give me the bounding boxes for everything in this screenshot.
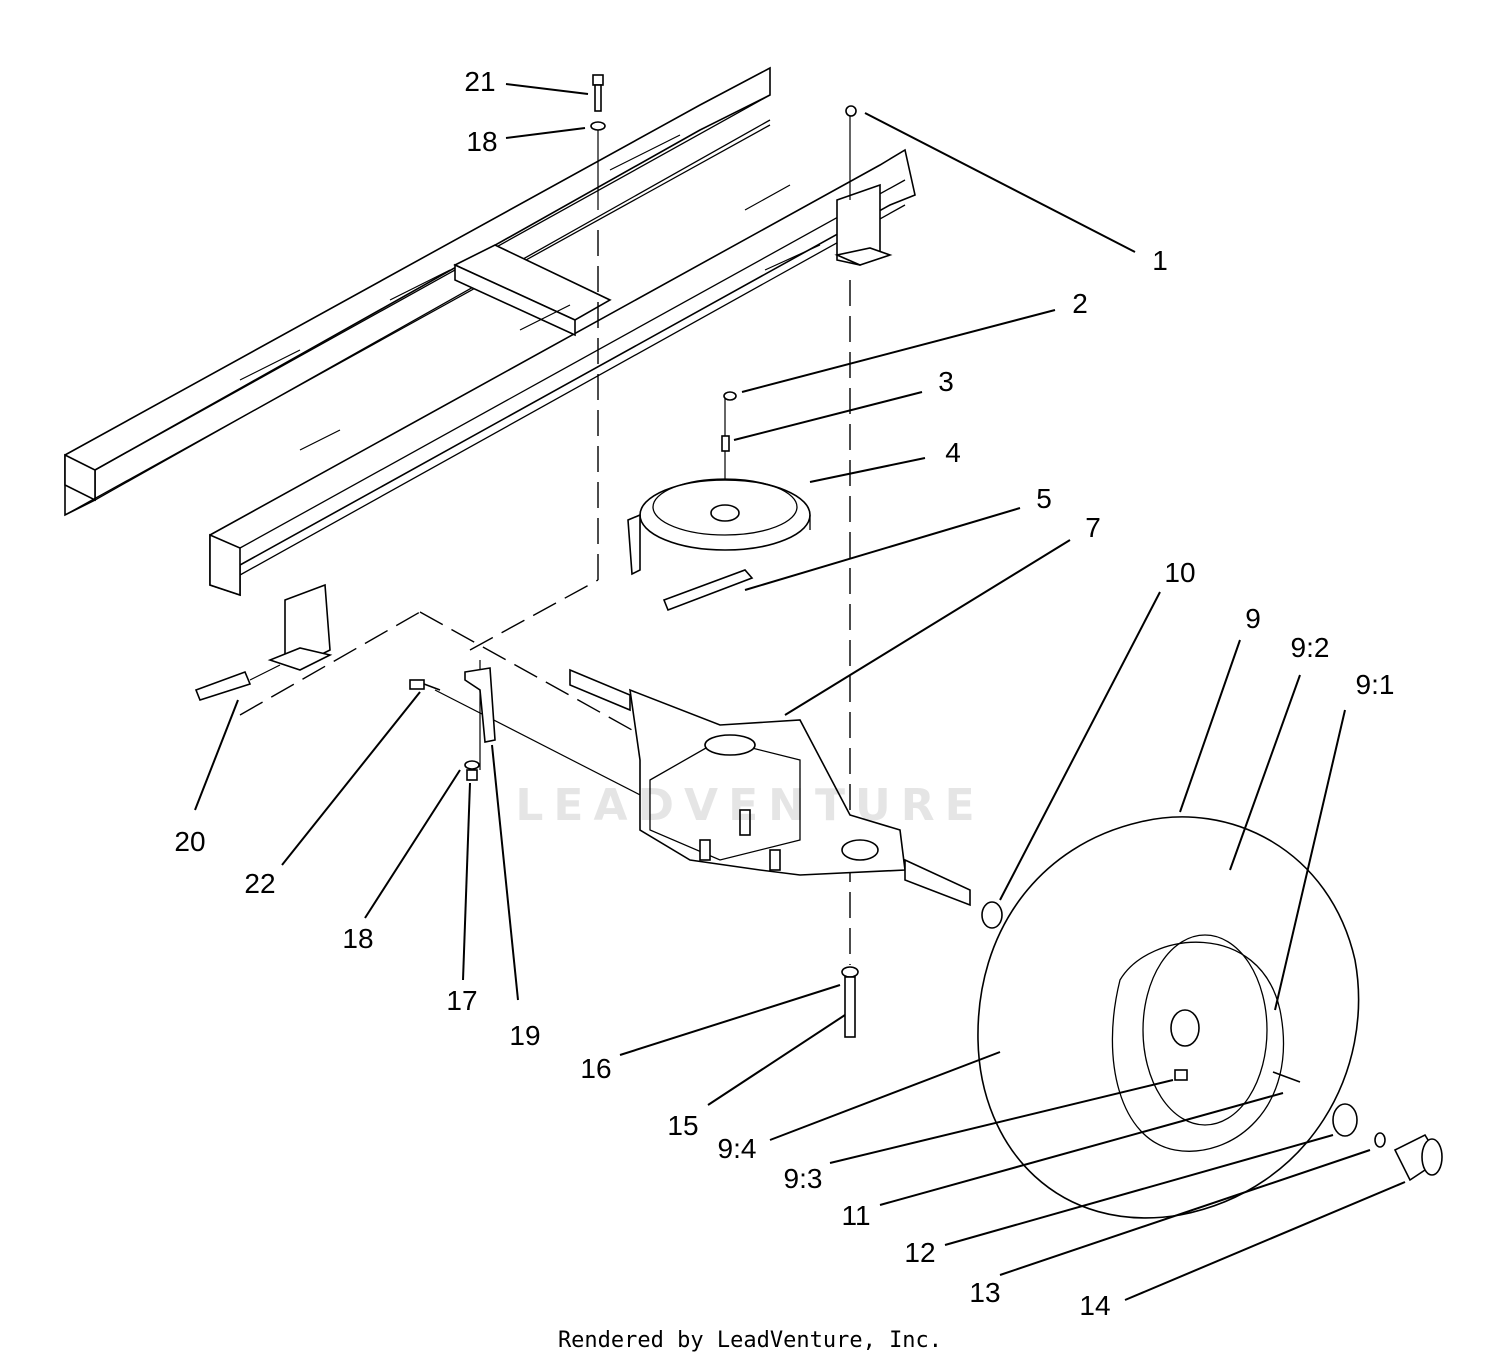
callout-9-4: 9:4 [718, 1133, 757, 1164]
callout-13: 13 [969, 1277, 1000, 1308]
callout-14: 14 [1079, 1290, 1110, 1321]
callout-5: 5 [1036, 483, 1052, 514]
nut-17 [466, 769, 478, 781]
key-3 [721, 435, 730, 452]
callout-9: 9 [1245, 603, 1261, 634]
callout-11: 11 [841, 1200, 870, 1231]
callout-4: 4 [945, 437, 961, 468]
rail-slots [239, 134, 821, 451]
belt-5 [627, 513, 754, 612]
transaxle-7 [569, 668, 971, 907]
callout-16: 16 [580, 1053, 611, 1084]
bracket-19 [464, 667, 496, 743]
hub-cap-14 [1393, 1133, 1443, 1182]
key-11 [1272, 1071, 1301, 1083]
callout-10: 10 [1164, 557, 1195, 588]
callout-labels: 1 2 3 4 5 7 9 9:1 9:2 9:3 9:4 10 11 12 1… [174, 66, 1394, 1321]
callout-3: 3 [938, 366, 954, 397]
frame-cross-member [453, 244, 612, 337]
leader-lines [194, 83, 1406, 1301]
callout-1: 1 [1152, 245, 1168, 276]
callout-17: 17 [446, 985, 477, 1016]
callout-9-1: 9:1 [1356, 669, 1395, 700]
frame-rail-right [209, 148, 916, 597]
washer-16 [841, 966, 859, 978]
bracket-rear [834, 183, 893, 266]
key-2 [723, 391, 737, 401]
callout-7: 7 [1085, 512, 1101, 543]
washer-18-top [590, 121, 606, 131]
spring-20 [194, 664, 281, 701]
e-ring-13 [1374, 1132, 1386, 1148]
callout-9-3: 9:3 [784, 1163, 823, 1194]
callout-12: 12 [904, 1237, 935, 1268]
rim-9-1 [1142, 934, 1268, 1126]
callout-18-upper: 18 [466, 126, 497, 157]
bracket-front [267, 583, 333, 671]
callout-22: 22 [244, 868, 275, 899]
valve-stem-9-3 [1174, 1069, 1188, 1081]
bolt-22 [409, 679, 441, 691]
washer-18-lower [464, 760, 480, 770]
nut-1 [845, 105, 857, 117]
callout-18-lower: 18 [342, 923, 373, 954]
callout-15: 15 [667, 1110, 698, 1141]
footer-credit: Rendered by LeadVenture, Inc. [557, 1328, 943, 1353]
callout-20: 20 [174, 826, 205, 857]
reference-lines [239, 115, 851, 965]
washer-12 [1332, 1103, 1358, 1137]
washer-10 [981, 901, 1003, 929]
frame-rail-left [64, 66, 771, 517]
tire-9 [977, 816, 1360, 1219]
callout-2: 2 [1072, 288, 1088, 319]
bolt-21 [592, 74, 604, 112]
bolt-15 [844, 976, 856, 1038]
callout-21: 21 [464, 66, 495, 97]
pulley-4 [639, 478, 811, 551]
callout-9-2: 9:2 [1291, 632, 1330, 663]
watermark: LEADVENTURE [515, 780, 985, 831]
callout-19: 19 [509, 1020, 540, 1051]
